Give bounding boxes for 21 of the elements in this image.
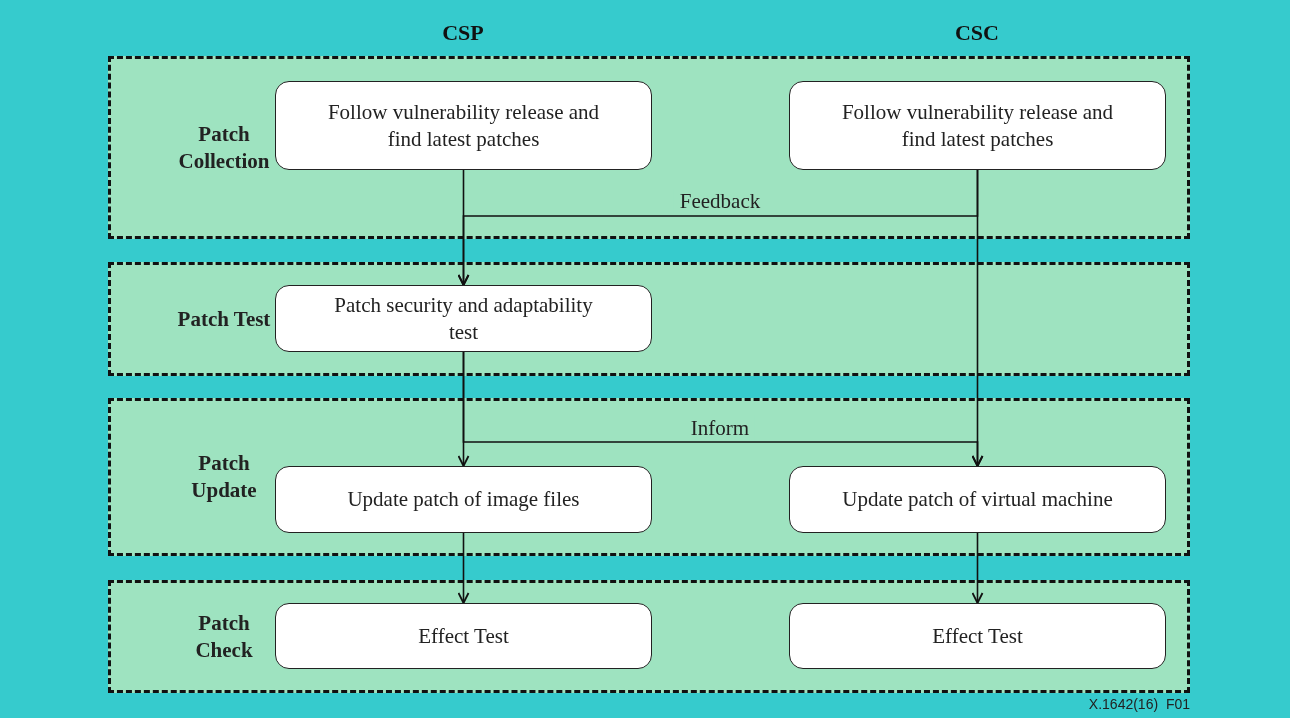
process-box: Effect Test [275,603,652,669]
phase-heading: Patch Update [190,450,258,504]
arrow [462,351,984,467]
column-heading: CSP [441,20,485,46]
arrow [971,532,984,604]
phase-band [108,262,1190,376]
figure-id: X.1642(16) F01 [1088,696,1190,712]
process-box: Patch security and adaptability test [275,285,652,352]
process-box: Follow vulnerability release and find latest patches [789,81,1166,170]
phase-heading: Patch Collection [177,120,271,175]
phase-band [108,398,1190,556]
phase-band [108,580,1190,693]
phase-heading: Patch Check [194,609,254,664]
process-box: Follow vulnerability release and find latest patches [275,81,652,170]
phase-band [108,56,1190,239]
process-box: Effect Test [789,603,1166,669]
process-box: Update patch of image files [275,466,652,533]
arrow [457,532,470,604]
column-heading: CSC [954,20,1000,46]
phase-heading: Patch Test [176,305,272,333]
process-box: Update patch of virtual machine [789,466,1166,533]
